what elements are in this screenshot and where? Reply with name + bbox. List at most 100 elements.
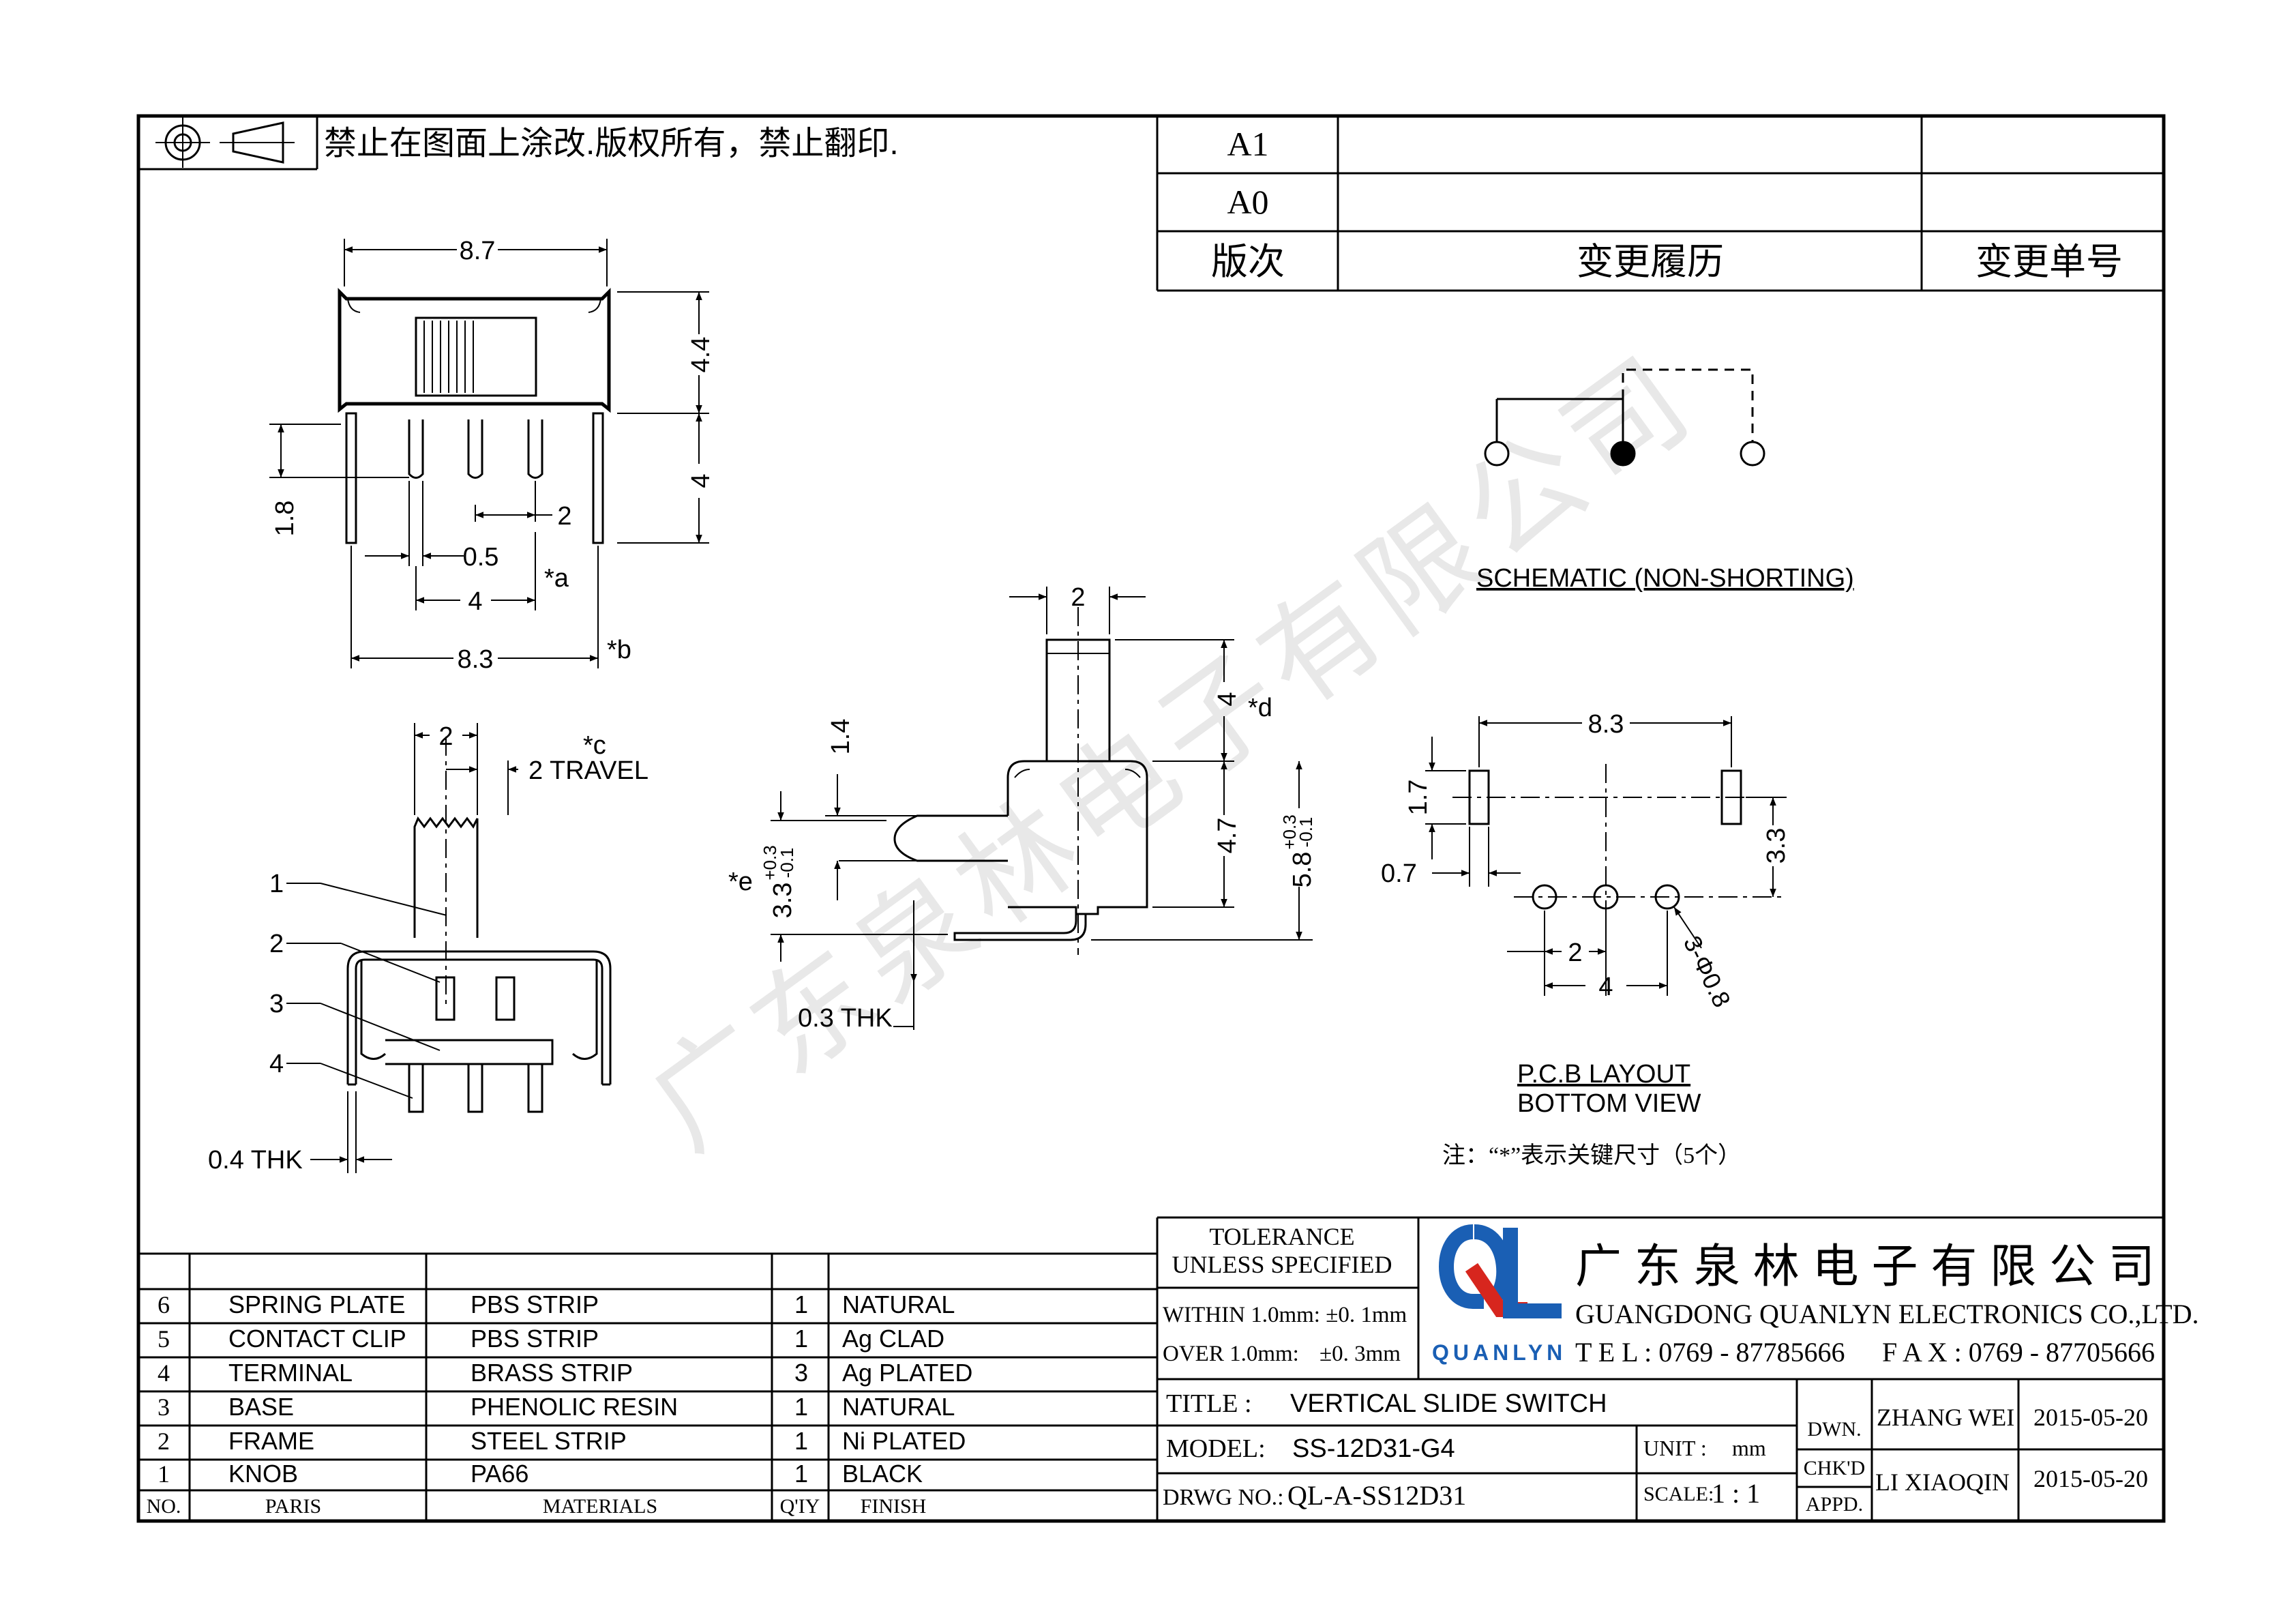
copyright-notice: 禁止在图面上涂改.版权所有，禁止翻印. — [324, 126, 899, 162]
section-view: 2 *c 2 TRAVEL 1 2 3 4 0.4 THK — [208, 722, 648, 1175]
bom-part: KNOB — [228, 1460, 298, 1488]
bom-finish: Ag CLAD — [842, 1325, 944, 1353]
revision-col-version: 版次 — [1211, 241, 1285, 282]
bom-finish: Ag PLATED — [842, 1359, 972, 1387]
tol-side-pin-minus: -0.1 — [777, 848, 797, 879]
bom-no: 5 — [158, 1325, 170, 1353]
logo-text: QUANLYN — [1432, 1340, 1566, 1365]
dwn-name: ZHANG WEI — [1877, 1404, 2014, 1431]
bom-part: FRAME — [228, 1427, 314, 1455]
pcb-caption-line1: P.C.B LAYOUT — [1517, 1060, 1690, 1089]
bom-part: SPRING PLATE — [228, 1290, 405, 1318]
callout-3: 3 — [269, 990, 284, 1018]
dim-side-total: 5.8 — [1288, 852, 1317, 888]
bom-header-qty: Q'IY — [780, 1495, 820, 1518]
dim-pcb-edge: 0.7 — [1381, 859, 1417, 888]
dwn-label: DWN. — [1807, 1418, 1861, 1441]
scale-value: 1 : 1 — [1712, 1478, 1760, 1509]
bom-no: 3 — [158, 1393, 170, 1421]
schematic-caption: SCHEMATIC (NON-SHORTING) — [1476, 564, 1854, 593]
title-value: VERTICAL SLIDE SWITCH — [1290, 1389, 1607, 1418]
unit-value: mm — [1732, 1436, 1766, 1460]
scale-label: SCALE: — [1643, 1483, 1714, 1505]
pcb-layout: 8.3 1.7 0.7 3.3 2 4 3-Φ0.8 P.C.B LAYO — [1381, 710, 1791, 1118]
top-view: 8.7 4.4 4 1.8 2 0.5 4 *a — [269, 237, 715, 674]
bom-header-no: NO. — [147, 1495, 181, 1518]
bom-part: CONTACT CLIP — [228, 1325, 406, 1353]
dim-side-knob-height: 4 — [1213, 692, 1242, 706]
bom-table: 6 SPRING PLATE PBS STRIP 1 NATURAL 5 CON… — [138, 1252, 1157, 1521]
bom-material: PBS STRIP — [471, 1325, 599, 1353]
dim-side-terminal: 0.3 THK — [798, 1004, 893, 1033]
model-label: MODEL: — [1166, 1434, 1266, 1463]
revision-row-a0: A0 — [1227, 183, 1268, 221]
dim-top-pin-span: 4 — [468, 587, 482, 616]
dim-top-pin-offset: 1.8 — [271, 501, 299, 537]
dim-pcb-span: 8.3 — [1588, 710, 1624, 739]
unit-label: UNIT : — [1643, 1436, 1707, 1460]
terminal-common-icon — [1610, 441, 1636, 467]
dim-side-knob: 2 — [1071, 583, 1085, 612]
bom-finish: BLACK — [842, 1460, 923, 1488]
mark-d: *d — [1248, 694, 1272, 722]
terminal-open-left-icon — [1484, 441, 1510, 467]
tolerance-over-label: OVER 1.0mm: — [1163, 1342, 1299, 1366]
company-tel: T E L : 0769 - 87785666 — [1575, 1337, 1845, 1368]
appd-label: APPD. — [1806, 1493, 1863, 1516]
company-logo: QUANLYN — [1432, 1224, 1566, 1365]
dim-pcb-row: 3.3 — [1762, 828, 1791, 864]
revision-table: A1 A0 版次 变更履历 变更单号 — [1156, 116, 2164, 292]
revision-col-history: 变更履历 — [1577, 241, 1724, 282]
bom-material: PHENOLIC RESIN — [471, 1393, 678, 1421]
mark-c: *c — [583, 731, 606, 760]
bom-material: STEEL STRIP — [471, 1427, 627, 1455]
drwg-label: DRWG NO.: — [1163, 1485, 1284, 1510]
callout-2: 2 — [269, 930, 284, 958]
bom-finish: Ni PLATED — [842, 1427, 966, 1455]
bom-qty: 1 — [794, 1290, 808, 1318]
tol-side-total-minus: -0.1 — [1296, 817, 1316, 848]
dim-top-pitch: 2 — [557, 502, 571, 531]
bom-material: PA66 — [471, 1460, 528, 1488]
side-view: 2 4 *d 4.7 5.8 +0.3 -0.1 1.4 3.3 +0.3 -0… — [728, 583, 1317, 1033]
projection-symbol-icon — [155, 117, 295, 168]
chk-name: LI XIAOQIN — [1875, 1468, 2010, 1496]
company-name-cn: 广 东 泉 林 电 子 有 限 公 司 — [1575, 1241, 2155, 1293]
chkd-label: CHK'D — [1804, 1457, 1865, 1479]
bom-no: 2 — [158, 1428, 170, 1455]
dim-pcb-hole: 3-Φ0.8 — [1678, 932, 1736, 1012]
dim-section-plate: 0.4 THK — [208, 1146, 303, 1175]
dim-pcb-slot: 1.7 — [1404, 780, 1433, 816]
title-area: TOLERANCE UNLESS SPECIFIED WITHIN 1.0mm:… — [1156, 1216, 2199, 1521]
sheet-border — [136, 114, 2166, 1523]
tolerance-title-2: UNLESS SPECIFIED — [1172, 1251, 1392, 1278]
dim-top-height-lower: 4 — [687, 473, 715, 488]
chk-date: 2015-05-20 — [2033, 1465, 2148, 1492]
bom-finish: NATURAL — [842, 1290, 955, 1318]
bom-no: 6 — [158, 1291, 170, 1318]
bom-finish: NATURAL — [842, 1393, 955, 1421]
bom-header-finish: FINISH — [861, 1495, 927, 1518]
tolerance-within: WITHIN 1.0mm: ±0. 1mm — [1163, 1303, 1407, 1327]
dim-pcb-pitch: 2 — [1568, 939, 1582, 967]
bom-header-material: MATERIALS — [543, 1495, 657, 1518]
dim-top-width: 8.7 — [460, 237, 496, 265]
revision-row-a1: A1 — [1227, 125, 1268, 163]
company-fax: F A X : 0769 - 87705666 — [1882, 1337, 2155, 1368]
dim-side-pin-height: 3.3 — [769, 883, 797, 919]
pcb-caption-line2: BOTTOM VIEW — [1517, 1089, 1701, 1118]
bom-material: PBS STRIP — [471, 1290, 599, 1318]
dim-side-offset: 1.4 — [826, 719, 855, 755]
dim-pcb-holes-span: 4 — [1598, 973, 1613, 1001]
watermark: 广东泉林电子有限公司 — [627, 331, 1718, 1173]
dwn-date: 2015-05-20 — [2033, 1404, 2148, 1431]
tolerance-over-value: ±0. 3mm — [1320, 1342, 1401, 1366]
dim-section-travel: 2 TRAVEL — [528, 756, 648, 785]
dim-side-body: 4.7 — [1213, 818, 1242, 854]
model-value: SS-12D31-G4 — [1292, 1434, 1455, 1463]
bom-material: BRASS STRIP — [471, 1359, 633, 1387]
bom-qty: 3 — [794, 1359, 808, 1387]
key-dimension-note: 注：“*”表示关键尺寸（5个） — [1442, 1142, 1741, 1168]
mark-e: *e — [728, 868, 753, 896]
